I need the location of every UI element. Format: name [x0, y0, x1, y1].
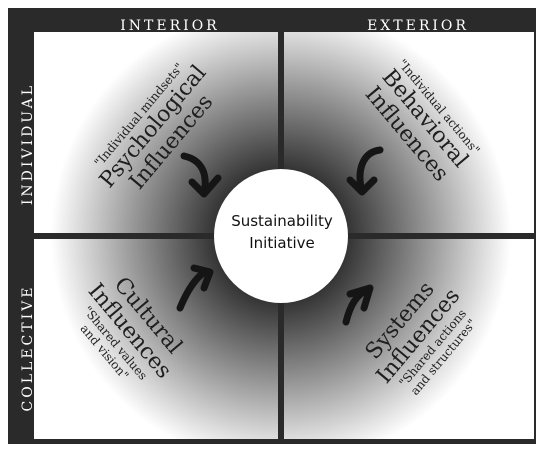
- header-exterior: EXTERIOR: [367, 18, 469, 34]
- center-label-line1: Sustainability: [231, 212, 333, 230]
- arrow-icon: [342, 284, 374, 326]
- diagram-canvas: [34, 32, 534, 439]
- arrow-icon: [176, 264, 214, 312]
- header-interior: INTERIOR: [120, 18, 220, 34]
- center-circle: [214, 169, 348, 303]
- center-label: Sustainability Initiative: [222, 210, 342, 254]
- arrow-icon: [180, 152, 222, 198]
- center-label-line2: Initiative: [249, 234, 315, 252]
- arrow-icon: [346, 146, 384, 196]
